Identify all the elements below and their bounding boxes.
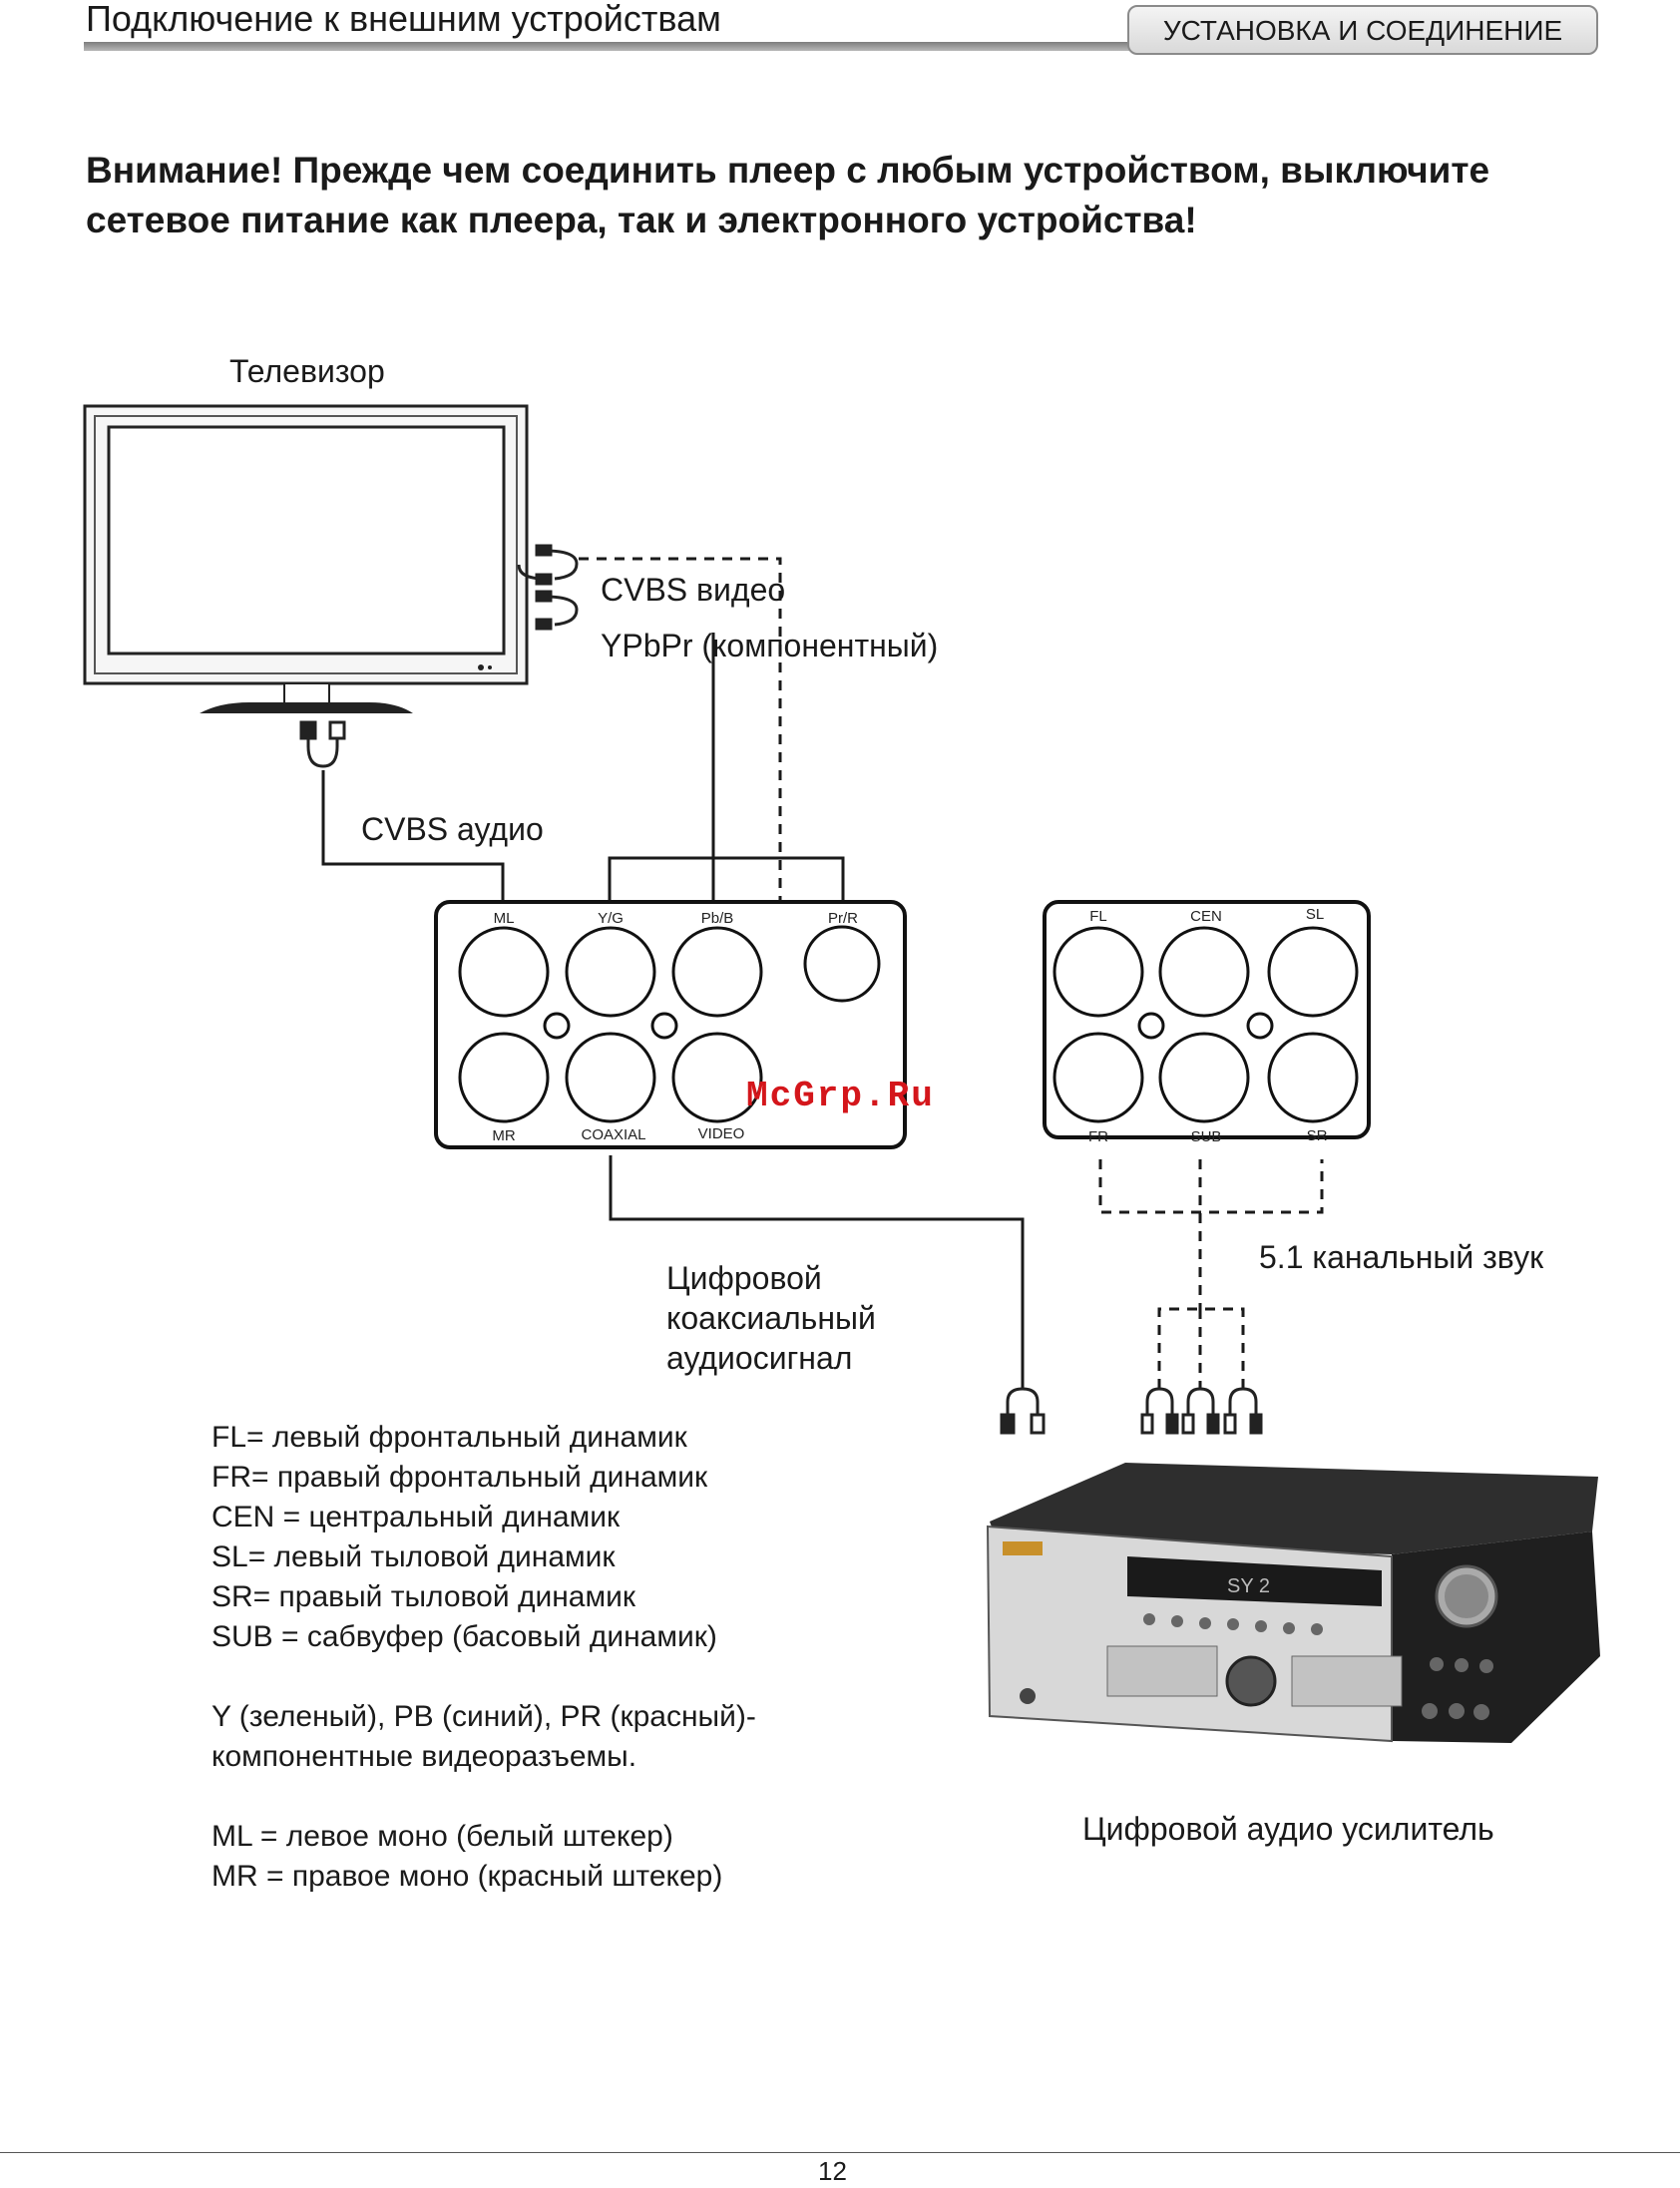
- legend-sub: SUB = сабвуфер (басовый динамик): [211, 1620, 717, 1653]
- surround-label: 5.1 канальный звук: [1259, 1239, 1544, 1275]
- jack-label-sr: SR: [1307, 1127, 1328, 1144]
- jack-label-pb: Pb/B: [701, 910, 734, 927]
- coaxial-label-line-2: коаксиальный: [666, 1300, 876, 1336]
- legend-component-1: Y (зеленый), PB (синий), PR (красный)-: [211, 1700, 756, 1733]
- jack-label-video: VIDEO: [698, 1125, 745, 1142]
- ypbpr-label: YPbPr (компонентный): [601, 628, 939, 663]
- legend: FL= левый фронтальный динамик FR= правый…: [211, 1418, 756, 1897]
- jack-label-sub: SUB: [1191, 1128, 1222, 1145]
- legend-cen: CEN = центральный динамик: [211, 1501, 621, 1533]
- tv-label: Телевизор: [229, 353, 385, 389]
- legend-mr: MR = правое моно (красный штекер): [211, 1860, 723, 1893]
- legend-component-2: компонентные видеоразъемы.: [211, 1740, 637, 1773]
- legend-fl: FL= левый фронтальный динамик: [211, 1421, 687, 1454]
- jack-label-sl: SL: [1306, 906, 1324, 923]
- amplifier-display: SY 2: [1227, 1575, 1270, 1597]
- player-jack-panel: ML Y/G Pb/B Pr/R MR COAXIAL VIDEO: [434, 900, 907, 1149]
- jack-label-coaxial: COAXIAL: [581, 1126, 645, 1143]
- connection-lines: [321, 633, 1025, 1389]
- section-tab: УСТАНОВКА И СОЕДИНЕНИЕ: [1127, 5, 1598, 55]
- coaxial-label-line-3: аудиосигнал: [666, 1340, 853, 1376]
- surround-jack-panel: FL CEN SL FR SUB SR: [1043, 900, 1371, 1145]
- footer-rule: [0, 2152, 1680, 2153]
- tv-illustration: [83, 404, 529, 713]
- jack-label-mr: MR: [492, 1127, 515, 1144]
- title-rule: [84, 42, 1131, 51]
- jack-label-pr: Pr/R: [828, 910, 858, 927]
- jack-label-fl: FL: [1089, 908, 1107, 925]
- jack-label-fr: FR: [1088, 1128, 1108, 1145]
- amplifier-plugs: [1000, 1387, 1263, 1435]
- watermark-text: McGrp.Ru: [746, 1076, 935, 1116]
- cvbs-audio-label: CVBS аудио: [361, 811, 544, 847]
- dashed-lines: [579, 557, 1324, 1389]
- jack-label-ml: ML: [494, 910, 515, 927]
- tv-audio-plug: [299, 720, 346, 768]
- legend-sl: SL= левый тыловой динамик: [211, 1540, 616, 1573]
- page-number: 12: [818, 2156, 847, 2186]
- legend-ml: ML = левое моно (белый штекер): [211, 1820, 673, 1853]
- tv-video-plugs: [517, 544, 579, 631]
- warning-text: Внимание! Прежде чем соединить плеер с л…: [86, 150, 1490, 240]
- cvbs-video-label: CVBS видео: [601, 572, 786, 608]
- jack-label-y: Y/G: [598, 910, 624, 927]
- amplifier-illustration: SY 2: [986, 1463, 1600, 1743]
- legend-sr: SR= правый тыловой динамик: [211, 1580, 635, 1613]
- coaxial-label-line-1: Цифровой: [666, 1260, 822, 1296]
- legend-fr: FR= правый фронтальный динамик: [211, 1461, 708, 1494]
- jack-label-cen: CEN: [1190, 908, 1222, 925]
- amplifier-label: Цифровой аудио усилитель: [1082, 1811, 1494, 1847]
- page-title: Подключение к внешним устройствам: [86, 0, 721, 39]
